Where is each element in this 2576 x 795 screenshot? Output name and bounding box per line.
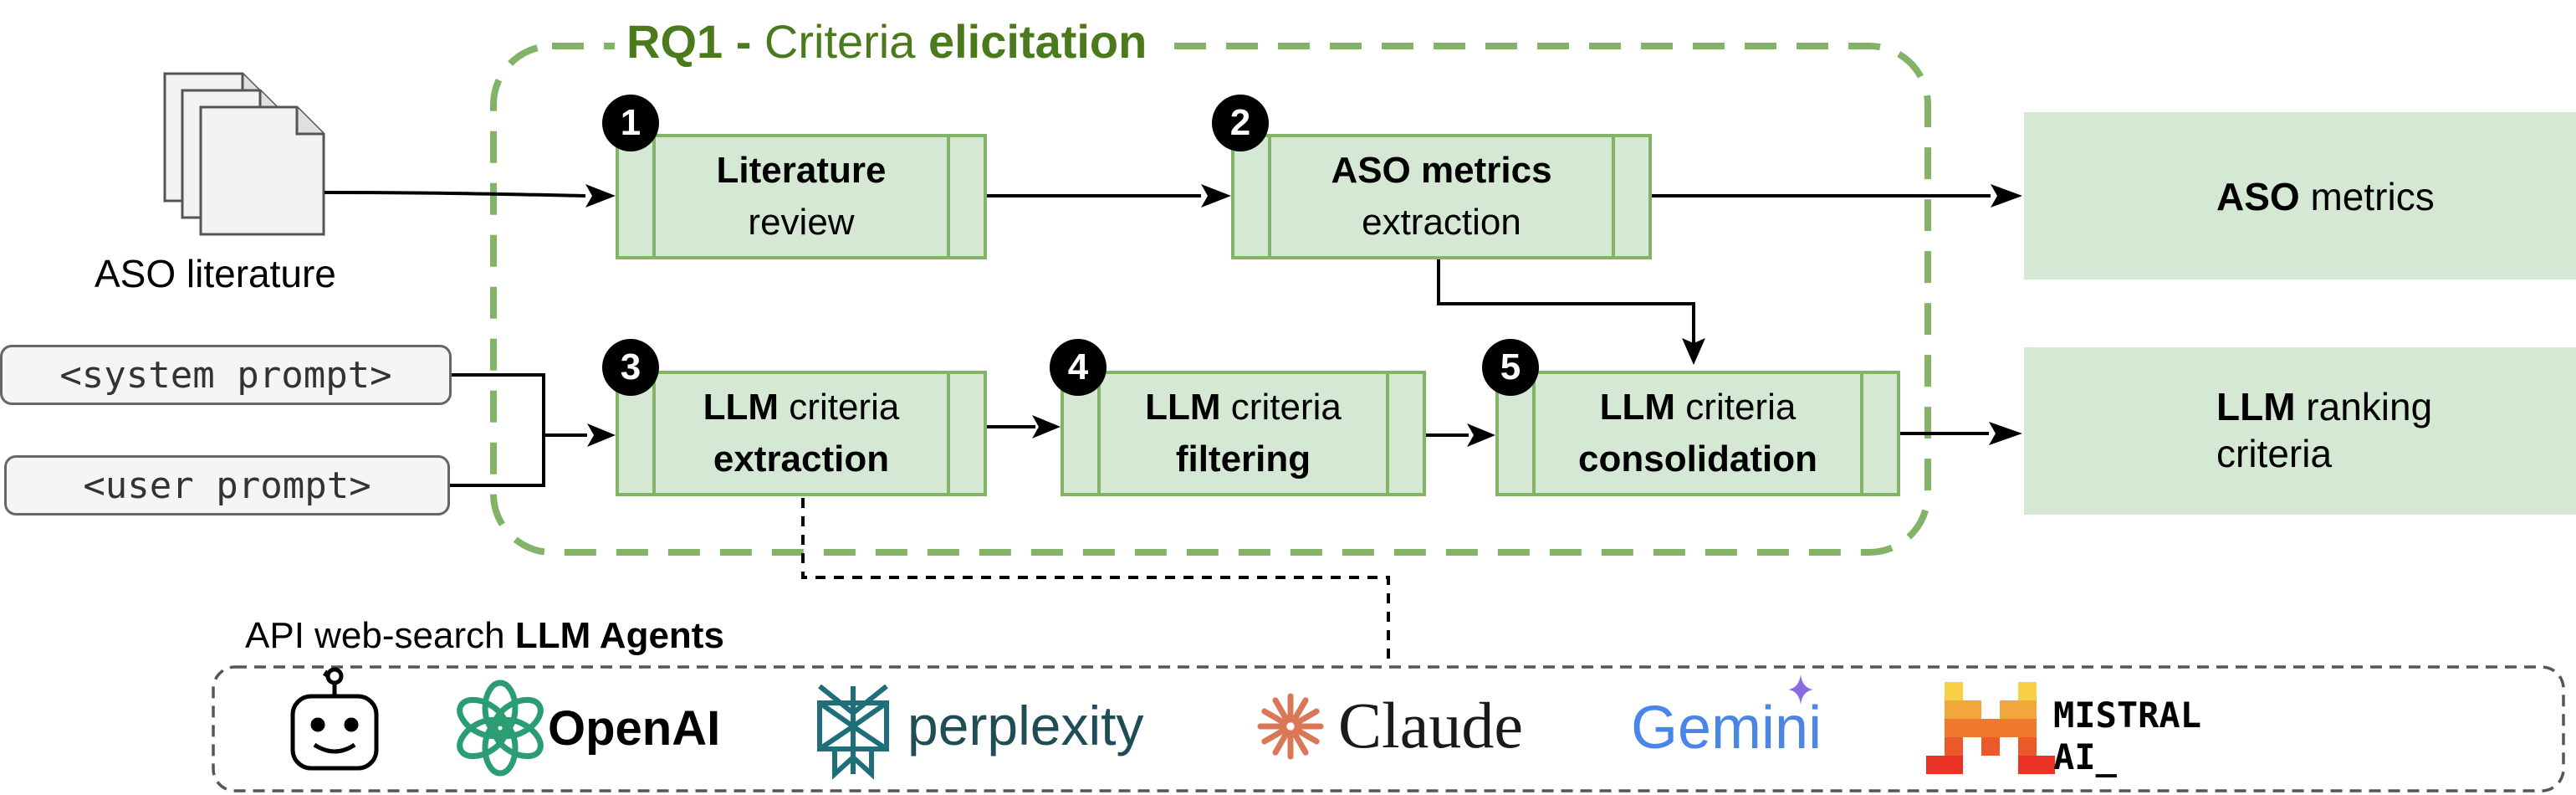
step-3-llm-criteria-extraction: LLM criteria extraction	[616, 371, 987, 496]
gemini-sparkle-icon	[1788, 674, 1813, 705]
claude-logo-text: Claude	[1338, 689, 1523, 762]
output-aso-metrics-box	[2024, 112, 2576, 280]
step-4-title-rest: criteria	[1220, 387, 1342, 428]
step-1-title: Literature	[716, 150, 887, 191]
agents-caption-bold: LLM Agents	[514, 615, 724, 656]
openai-icon	[457, 680, 544, 777]
mistral-logo-text: MISTRAL AI_	[2053, 695, 2201, 778]
mistral-logo-line1: MISTRAL	[2053, 695, 2202, 736]
output-llm-ranking-box	[2024, 347, 2576, 515]
user-prompt-text: <user prompt>	[83, 464, 371, 507]
step-5-badge: 5	[1482, 339, 1539, 396]
rq1-title: RQ1 - Criteria elicitation	[615, 15, 1159, 69]
output-2-bold: LLM	[2216, 385, 2296, 428]
rq1-title-bold: elicitation	[928, 15, 1147, 68]
step-3-badge: 3	[602, 339, 659, 396]
step-4-badge: 4	[1050, 339, 1107, 396]
step-1-literature-review: Literature review	[616, 134, 987, 259]
agents-panel-border	[212, 665, 2565, 792]
mistral-icon	[1926, 682, 2055, 774]
agents-connector	[801, 498, 1390, 665]
output-2-rest: ranking	[2295, 385, 2433, 428]
step-2-aso-metrics-extraction: ASO metrics extraction	[1231, 134, 1652, 259]
step-3-title-rest: criteria	[779, 387, 900, 428]
perplexity-icon	[817, 684, 889, 780]
step-2-subtitle: extraction	[1362, 202, 1521, 243]
rq1-title-normal: Criteria	[764, 15, 928, 68]
agents-caption: API web-search LLM Agents	[245, 615, 724, 657]
system-prompt-box: <system prompt>	[0, 345, 452, 405]
step-1-badge: 1	[602, 95, 659, 151]
user-prompt-box: <user prompt>	[4, 455, 450, 515]
output-2-line2: criteria	[2216, 432, 2333, 475]
aso-literature-label: ASO literature	[95, 252, 336, 295]
openai-logo-text: OpenAI	[548, 701, 721, 756]
document-stack-icon	[163, 72, 325, 236]
step-4-llm-criteria-filtering: LLM criteria filtering	[1061, 371, 1426, 496]
step-3-subtitle: extraction	[713, 439, 890, 480]
step-3-title: LLM	[703, 387, 779, 428]
gemini-logo-text: Gemini	[1631, 695, 1822, 762]
step-5-title: LLM	[1599, 387, 1676, 428]
robot-icon	[290, 667, 379, 771]
step-4-title: LLM	[1145, 387, 1221, 428]
system-prompt-text: <system prompt>	[59, 353, 392, 397]
step-5-title-rest: criteria	[1675, 387, 1797, 428]
rq1-title-prefix: RQ1 -	[626, 15, 764, 68]
output-1-rest: metrics	[2299, 175, 2435, 218]
perplexity-logo-text: perplexity	[907, 695, 1144, 757]
step-5-llm-criteria-consolidation: LLM criteria consolidation	[1495, 371, 1900, 496]
step-1-subtitle: review	[748, 202, 855, 243]
claude-icon	[1257, 693, 1324, 760]
rq1-group-border	[490, 43, 1931, 556]
agents-caption-normal: API web-search	[245, 615, 515, 656]
output-1-bold: ASO	[2216, 175, 2300, 218]
output-llm-ranking-label: LLM ranking criteria	[2216, 383, 2432, 477]
mistral-logo-line2: AI_	[2053, 736, 2117, 777]
step-4-subtitle: filtering	[1175, 439, 1311, 480]
step-5-subtitle: consolidation	[1578, 439, 1817, 480]
step-2-title: ASO metrics	[1331, 150, 1552, 191]
output-aso-metrics-label: ASO metrics	[2216, 173, 2435, 220]
step-2-badge: 2	[1212, 95, 1269, 151]
